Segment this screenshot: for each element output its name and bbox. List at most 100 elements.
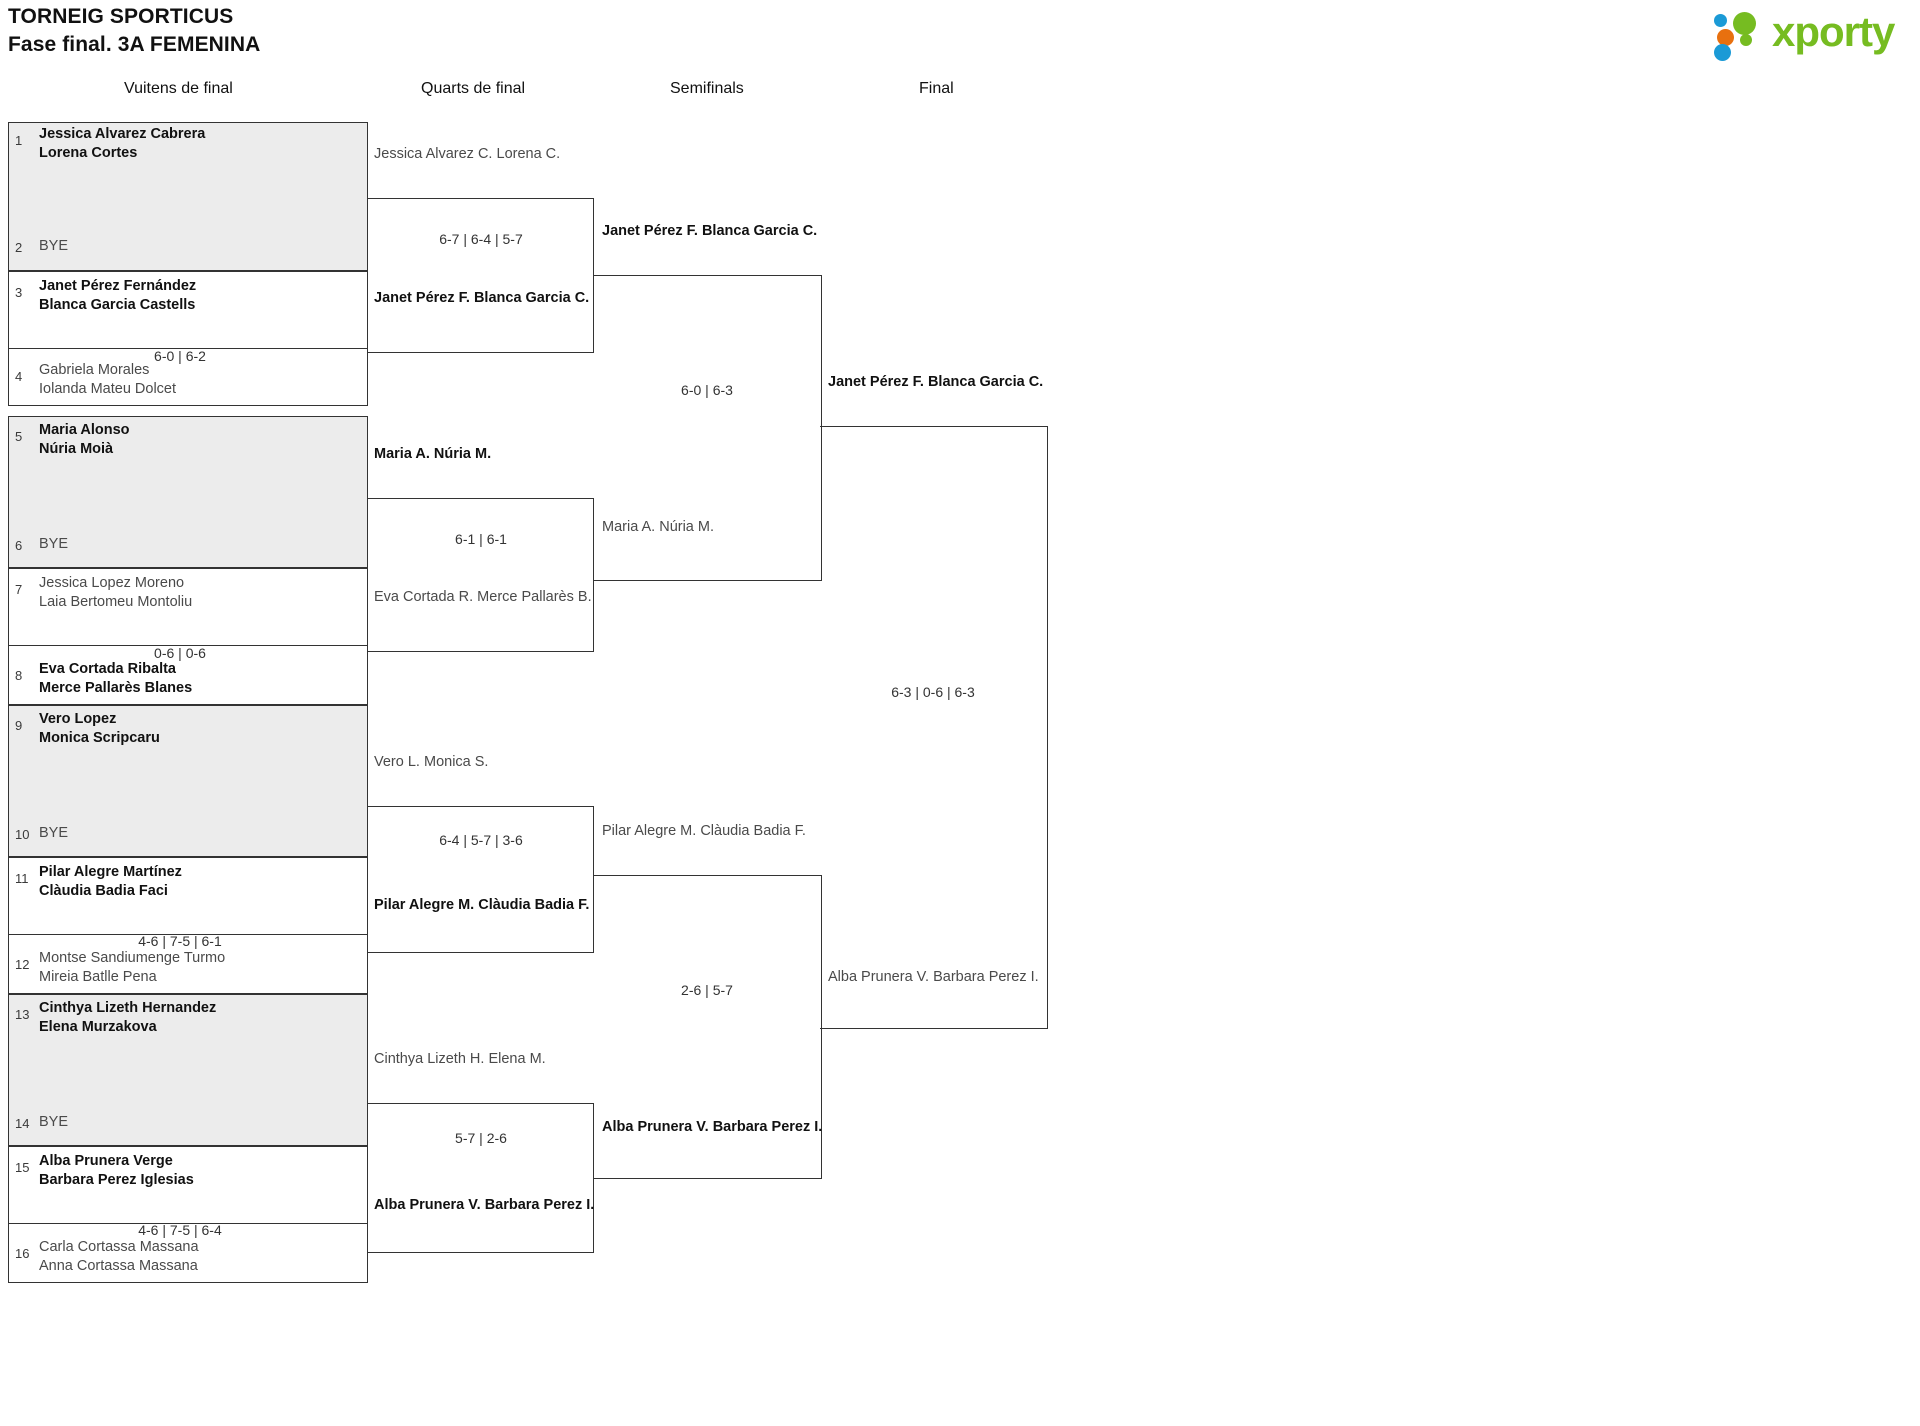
seed-number-11: 11 — [15, 871, 29, 886]
player-name: Alba Prunera Verge — [39, 1153, 173, 1169]
player-name: Vero Lopez — [39, 711, 117, 727]
r16-team-14: BYE — [39, 1113, 361, 1132]
final-connector — [820, 426, 1048, 1029]
qf4-team-top: Cinthya Lizeth H. Elena M. — [374, 1050, 546, 1069]
player-name: Maria A. — [374, 446, 430, 462]
r16-match-8[interactable]: 15 Alba Prunera Verge Barbara Perez Igle… — [8, 1146, 368, 1224]
player-name: BYE — [39, 238, 69, 254]
title-block: TORNEIG SPORTICUS Fase final. 3A FEMENIN… — [8, 3, 260, 59]
r16-team-11: Pilar Alegre Martínez Clàudia Badia Faci — [39, 863, 361, 900]
r16-team-10: BYE — [39, 824, 361, 843]
qf2-score: 6-1 | 6-1 — [455, 531, 507, 547]
r16-team-13: Cinthya Lizeth Hernandez Elena Murzakova — [39, 999, 361, 1036]
r16-match-4-lower[interactable]: 8 Eva Cortada Ribalta Merce Pallarès Bla… — [8, 645, 368, 705]
player-name: Núria M. — [433, 446, 492, 462]
r16-team-15: Alba Prunera Verge Barbara Perez Iglesia… — [39, 1152, 361, 1189]
r16-match-6-lower[interactable]: 12 Montse Sandiumenge Turmo Mireia Batll… — [8, 934, 368, 994]
r16-match-3[interactable]: 5 Maria Alonso Núria Moià 6 BYE — [8, 416, 368, 568]
r16-team-5: Maria Alonso Núria Moià — [39, 421, 361, 458]
page-header: TORNEIG SPORTICUS Fase final. 3A FEMENIN… — [0, 0, 1920, 72]
final-team-bottom: Alba Prunera V. Barbara Perez I. — [828, 968, 1039, 987]
player-name: Pilar Alegre Martínez — [39, 864, 182, 880]
player-name: Núria Moià — [39, 440, 114, 457]
sf1-team-bottom: Maria A. Núria M. — [602, 518, 714, 537]
player-name: Montse Sandiumenge Turmo — [39, 950, 226, 966]
seed-number-5: 5 — [15, 429, 23, 444]
round-header-sf: Semifinals — [670, 80, 744, 97]
logo-dot-blue-bottom — [1714, 44, 1731, 61]
qf1-team-bottom: Janet Pérez F. Blanca Garcia C. — [374, 289, 589, 308]
player-name: Eva Cortada R. — [374, 589, 474, 605]
qf2-connector — [368, 498, 594, 652]
player-name: Núria M. — [659, 519, 715, 535]
player-name: Merce Pallarès B. — [477, 589, 592, 605]
r16-team-8: Eva Cortada Ribalta Merce Pallarès Blane… — [39, 660, 361, 697]
qf4-score: 5-7 | 2-6 — [455, 1130, 507, 1146]
final-score: 6-3 | 0-6 | 6-3 — [891, 684, 975, 700]
player-name: Blanca Garcia C. — [473, 290, 590, 306]
player-name: Janet Pérez F. — [374, 290, 470, 306]
r16-match-8-lower[interactable]: 16 Carla Cortassa Massana Anna Cortassa … — [8, 1223, 368, 1283]
logo-dot-green-big — [1733, 12, 1756, 35]
r16-match-5[interactable]: 9 Vero Lopez Monica Scripcaru 10 BYE — [8, 705, 368, 857]
qf3-team-top: Vero L. Monica S. — [374, 753, 488, 772]
player-name: BYE — [39, 825, 69, 841]
sf1-team-top: Janet Pérez F. Blanca Garcia C. — [602, 222, 817, 241]
r16-match-4[interactable]: 7 Jessica Lopez Moreno Laia Bertomeu Mon… — [8, 568, 368, 646]
qf2-team-top: Maria A. Núria M. — [374, 445, 491, 464]
sf2-team-top: Pilar Alegre M. Clàudia Badia F. — [602, 822, 806, 841]
player-name: Blanca Garcia C. — [701, 223, 818, 239]
r16-match-2[interactable]: 3 Janet Pérez Fernández Blanca Garcia Ca… — [8, 271, 368, 349]
r16-team-12: Montse Sandiumenge Turmo Mireia Batlle P… — [39, 949, 361, 986]
player-name: Monica Scripcaru — [39, 729, 160, 746]
player-name: Lorena Cortes — [39, 144, 138, 161]
qf1-score: 6-7 | 6-4 | 5-7 — [439, 231, 523, 247]
player-name: Jessica Alvarez C. — [374, 146, 493, 162]
player-name: Alba Prunera V. — [374, 1197, 481, 1213]
xporty-logo: xporty — [1714, 8, 1910, 61]
r16-team-4: Gabriela Morales Iolanda Mateu Dolcet — [39, 361, 361, 398]
seed-number-16: 16 — [15, 1246, 30, 1261]
player-name: Carla Cortassa Massana — [39, 1239, 199, 1255]
seed-number-4: 4 — [15, 369, 23, 384]
r16-team-7: Jessica Lopez Moreno Laia Bertomeu Monto… — [39, 574, 361, 611]
r16-match-1[interactable]: 1 Jessica Alvarez Cabrera Lorena Cortes … — [8, 122, 368, 271]
player-name: Monica S. — [423, 754, 489, 770]
seed-number-14: 14 — [15, 1116, 30, 1131]
r16-team-6: BYE — [39, 535, 361, 554]
player-name: Clàudia Badia F. — [700, 823, 806, 839]
player-name: Pilar Alegre M. — [602, 823, 697, 839]
phase-subtitle: Fase final. 3A FEMENINA — [8, 33, 261, 56]
player-name: Barbara Perez I. — [933, 969, 1039, 985]
seed-number-12: 12 — [15, 957, 30, 972]
qf1-team-top: Jessica Alvarez C. Lorena C. — [374, 145, 560, 164]
r16-team-3: Janet Pérez Fernández Blanca Garcia Cast… — [39, 277, 361, 314]
player-name: Mireia Batlle Pena — [39, 968, 157, 985]
player-name: Elena Murzakova — [39, 1018, 157, 1035]
r16-team-1: Jessica Alvarez Cabrera Lorena Cortes — [39, 125, 361, 162]
player-name: Vero L. — [374, 754, 420, 770]
logo-dot-orange — [1717, 29, 1734, 46]
player-name: Barbara Perez I. — [484, 1197, 595, 1213]
qf3-connector — [368, 806, 594, 953]
player-name: Clàudia Badia Faci — [39, 882, 168, 899]
qf1-connector — [368, 198, 594, 353]
seed-number-13: 13 — [15, 1007, 30, 1022]
r16-match-6[interactable]: 11 Pilar Alegre Martínez Clàudia Badia F… — [8, 857, 368, 935]
player-name: BYE — [39, 536, 69, 552]
player-name: Lorena C. — [496, 146, 561, 162]
r16-team-16: Carla Cortassa Massana Anna Cortassa Mas… — [39, 1238, 361, 1275]
r16-match-7[interactable]: 13 Cinthya Lizeth Hernandez Elena Murzak… — [8, 994, 368, 1146]
qf3-team-bottom: Pilar Alegre M. Clàudia Badia F. — [374, 896, 589, 915]
sf2-score: 2-6 | 5-7 — [681, 982, 733, 998]
r16-match-2-lower[interactable]: 4 Gabriela Morales Iolanda Mateu Dolcet — [8, 348, 368, 406]
qf2-team-bottom: Eva Cortada R. Merce Pallarès B. — [374, 588, 592, 607]
logo-dots-icon — [1714, 12, 1766, 61]
seed-number-15: 15 — [15, 1160, 30, 1175]
round-header-qf: Quarts de final — [421, 80, 526, 97]
seed-number-6: 6 — [15, 538, 23, 553]
player-name: Barbara Perez Iglesias — [39, 1171, 194, 1188]
r16-score-8: 4-6 | 7-5 | 6-4 — [138, 1222, 222, 1238]
r16-score-2: 6-0 | 6-2 — [154, 348, 206, 364]
player-name: Jessica Lopez Moreno — [39, 575, 185, 591]
